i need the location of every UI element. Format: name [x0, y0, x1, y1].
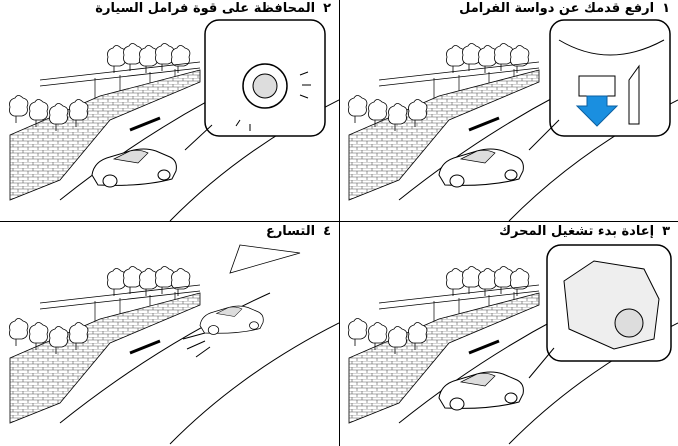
step-1-panel: ١ارفع قدمك عن دواسة الفرامل	[339, 0, 678, 223]
step-4-illustration	[0, 244, 339, 446]
step-1-caption: ١ارفع قدمك عن دواسة الفرامل	[459, 1, 670, 16]
step-3-caption: ٣إعادة بدء تشغيل المحرك	[499, 224, 670, 239]
step-1-illustration	[339, 19, 678, 223]
brake-pedal-icon	[578, 75, 616, 97]
arrow-down-icon	[575, 95, 619, 127]
step-2-panel: ٢المحافظة على قوة فرامل السيارة	[0, 0, 339, 223]
step-4-caption: ٤التسارع	[265, 224, 331, 239]
step-3-panel: ٣إعادة بدء تشغيل المحرك	[339, 223, 678, 446]
horizontal-divider	[0, 221, 678, 222]
step-2-illustration	[0, 19, 339, 223]
step-4-panel: ٤التسارع	[0, 223, 339, 446]
step-3-illustration	[339, 244, 678, 446]
step-2-caption: ٢المحافظة على قوة فرامل السيارة	[95, 1, 331, 16]
vertical-divider	[339, 0, 340, 446]
